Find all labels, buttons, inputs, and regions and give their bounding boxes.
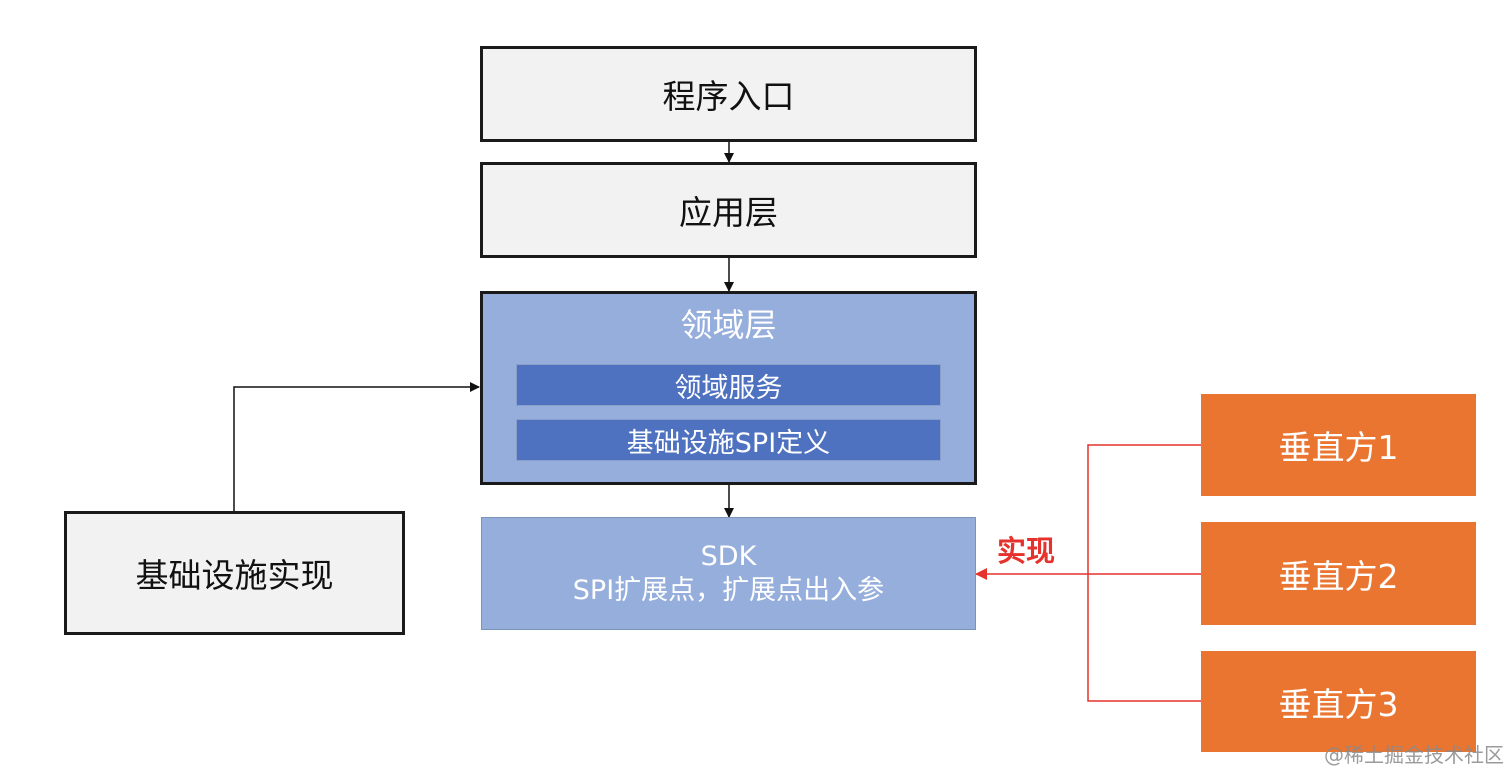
node-infra-spi-definition: 基础设施SPI定义 (516, 419, 941, 461)
node-infra-implementation: 基础设施实现 (64, 511, 405, 635)
node-program-entry-label: 程序入口 (662, 77, 795, 116)
vertical-2-label: 垂直方2 (1278, 556, 1399, 596)
node-vertical-1: 垂直方1 (1201, 394, 1476, 496)
impl-bracket-line (1087, 444, 1201, 702)
arrow-infra-to-domain (233, 382, 480, 512)
node-domain-layer: 领域层 领域服务 基础设施SPI定义 (480, 291, 977, 485)
domain-layer-title: 领域层 (680, 306, 777, 344)
node-domain-service: 领域服务 (516, 364, 941, 406)
sdk-title: SDK (700, 540, 757, 572)
node-sdk: SDK SPI扩展点，扩展点出入参 (481, 517, 976, 630)
node-vertical-2: 垂直方2 (1201, 522, 1476, 625)
node-application-layer: 应用层 (480, 162, 977, 258)
sdk-description: SPI扩展点，扩展点出入参 (572, 574, 885, 606)
node-program-entry: 程序入口 (480, 46, 977, 142)
infra-implementation-label: 基础设施实现 (135, 556, 334, 595)
implements-edge-label: 实现 (997, 534, 1056, 568)
domain-service-label: 领域服务 (674, 372, 783, 404)
vertical-3-label: 垂直方3 (1278, 684, 1399, 724)
node-vertical-3: 垂直方3 (1201, 651, 1476, 752)
infra-spi-definition-label: 基础设施SPI定义 (626, 427, 831, 459)
watermark: @稀土掘金技术社区 (1324, 743, 1504, 767)
vertical-1-label: 垂直方1 (1278, 428, 1399, 467)
node-application-layer-label: 应用层 (679, 193, 778, 232)
